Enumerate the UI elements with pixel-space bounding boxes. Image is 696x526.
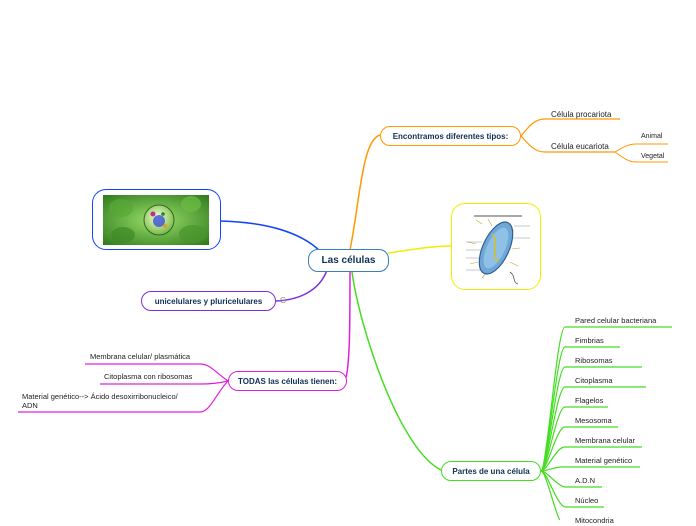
link-icon[interactable]: G: [280, 296, 287, 305]
green-cell-image: [103, 195, 209, 245]
connector-vegetal: [614, 151, 668, 163]
connector-imagen-bacteria: [387, 245, 452, 254]
partes-connector-fan: [540, 326, 672, 520]
connector-organismos: [275, 269, 328, 302]
label-membrana[interactable]: Membrana celular/ plasmática: [90, 352, 191, 361]
connector-partes: [351, 271, 442, 471]
topic-organismos-label: unicelulares y pluricelulares: [154, 296, 263, 306]
label-eucariota[interactable]: Célula eucariota: [551, 142, 609, 151]
parte-item[interactable]: Material genético: [575, 456, 633, 465]
image-node-bacteria[interactable]: [451, 203, 541, 290]
connector-todas: [344, 271, 351, 381]
central-topic-label: Las células: [321, 255, 376, 266]
connector-parte: [540, 466, 640, 472]
connector-procariota: [520, 118, 620, 137]
connector-tipos: [349, 134, 381, 251]
central-topic[interactable]: Las células: [308, 249, 389, 272]
parte-item[interactable]: A.D.N: [575, 476, 596, 485]
parte-item[interactable]: Pared celular bacteriana: [575, 316, 657, 325]
label-animal[interactable]: Animal: [641, 133, 663, 140]
parte-item[interactable]: Mitocondria: [575, 516, 614, 525]
parte-item[interactable]: Fimbrias: [575, 336, 604, 345]
topic-organismos[interactable]: unicelulares y pluricelulares: [141, 291, 276, 311]
parte-item[interactable]: Ribosomas: [575, 356, 613, 365]
image-node-cell[interactable]: [92, 189, 221, 250]
connector-citoplasma-ribosomas: [100, 380, 229, 385]
connector-material-genetico: [18, 380, 229, 413]
topic-tipos[interactable]: Encontramos diferentes tipos:: [380, 126, 521, 146]
topic-partes-label: Partes de una célula: [452, 466, 530, 476]
topic-partes[interactable]: Partes de una célula: [441, 461, 541, 481]
topic-tipos-label: Encontramos diferentes tipos:: [392, 131, 509, 141]
bacterium-diagram-image: [464, 212, 532, 285]
label-adn[interactable]: ADN: [22, 401, 38, 410]
parte-item[interactable]: Flagelos: [575, 396, 604, 405]
parte-item[interactable]: Núcleo: [575, 496, 599, 505]
parte-item[interactable]: Citoplasma: [575, 376, 613, 385]
label-citoplasma-ribosomas[interactable]: Citoplasma con ribosomas: [104, 372, 193, 381]
topic-todas-label: TODAS las células tienen:: [238, 376, 337, 386]
connector-parte: [540, 446, 642, 472]
connector-imagen-celula: [219, 220, 323, 254]
label-vegetal[interactable]: Vegetal: [641, 153, 665, 160]
label-procariota[interactable]: Célula procariota: [551, 110, 612, 119]
label-material-genetico[interactable]: Material genético--> Ácido desoxirribonu…: [22, 392, 178, 401]
connector-parte: [540, 470, 561, 520]
topic-todas[interactable]: TODAS las células tienen:: [228, 371, 347, 391]
connector-eucariota: [520, 135, 615, 153]
connector-animal: [614, 143, 668, 153]
connector-membrana: [85, 363, 229, 382]
parte-item[interactable]: Mesosoma: [575, 416, 612, 425]
parte-item[interactable]: Membrana celular: [575, 436, 636, 445]
